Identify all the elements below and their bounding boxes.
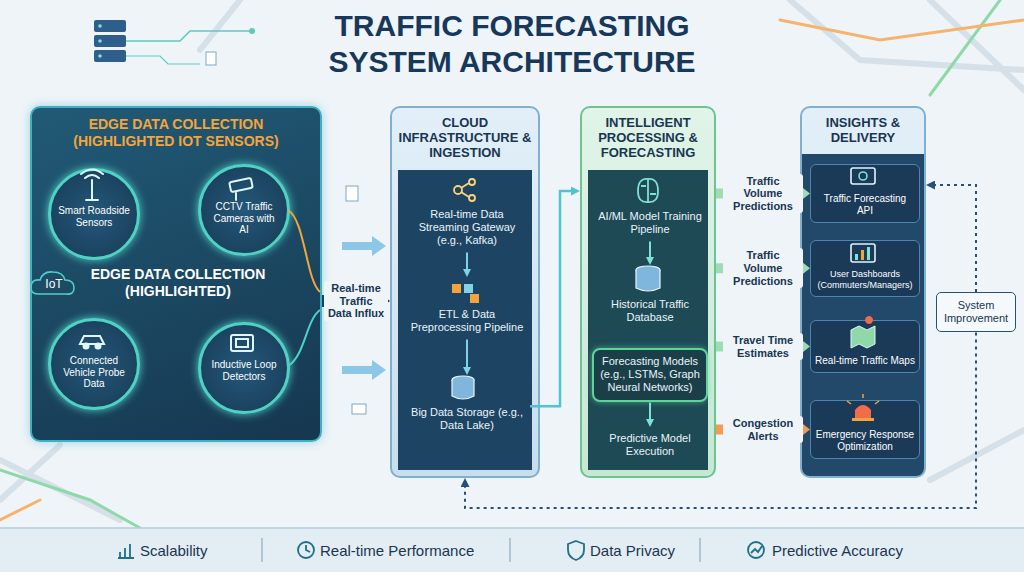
storage-step: Big Data Storage (e.g., Data Lake) [404, 376, 530, 436]
sensor-circle: Smart Roadside Sensors [48, 168, 140, 260]
node-text: User Dashboards (Commuters/Managers) [815, 269, 915, 291]
cloud-panel: CLOUD INFRASTRUCTURE & INGESTION Real-tim… [390, 106, 540, 478]
panel-heading: INSIGHTS & DELIVERY [802, 108, 924, 146]
node-text: ETL & Data Preprocessing Pipeline [406, 308, 528, 334]
feature-label: Scalability [140, 542, 250, 560]
model-box: Forecasting Models (e.g., LSTMs, Graph N… [592, 348, 708, 402]
sensor-circle: CCTV Traffic Cameras with AI [198, 164, 290, 256]
edge-label: Real-time Traffic Data Influx [324, 281, 388, 321]
node-text: Smart Roadside Sensors [58, 205, 130, 228]
node-text: Inductive Loop Detectors [208, 359, 280, 382]
connector [649, 403, 651, 419]
node-text: Forecasting Models (e.g., LSTMs, Graph N… [598, 355, 702, 395]
connector [716, 263, 796, 273]
node-text: Predictive Model Execution [594, 432, 706, 458]
diagram-title: TRAFFIC FORECASTING SYSTEM ARCHITECTURE [292, 8, 732, 80]
insights-panel: INSIGHTS & DELIVERY Traffic Forecasting A… [800, 106, 926, 478]
connector [466, 253, 468, 269]
connector [716, 189, 796, 199]
feature-label: Real-time Performance [320, 542, 500, 560]
connector [530, 191, 571, 406]
connector [716, 425, 796, 435]
process-step: Real-time Data Streaming Gateway (e.g., … [404, 178, 530, 252]
connector [716, 342, 796, 352]
connector [935, 185, 976, 292]
output-box: Real-time Traffic Maps [810, 320, 920, 373]
node-text: Emergency Response Optimization [815, 429, 915, 453]
edge-label: Traffic Volume Predictions [723, 174, 803, 214]
edge-label: Travel Time Estimates [723, 333, 803, 360]
sensor-circle: Inductive Loop Detectors [198, 322, 290, 414]
panel-heading: CLOUD INFRASTRUCTURE & INGESTION [392, 108, 538, 161]
node-text: System Improvement [941, 299, 1011, 325]
processing-panel: INTELLIGENT PROCESSING & FORECASTING AI/M… [580, 106, 716, 478]
node-text: Real-time Data Streaming Gateway (e.g., … [406, 208, 528, 248]
connector [322, 295, 372, 307]
database-step: Historical Traffic Database [592, 266, 708, 328]
iot-cloud [31, 272, 74, 294]
feature-label: Data Privacy [590, 542, 695, 560]
node-text: CCTV Traffic Cameras with AI [208, 201, 280, 236]
panel-caption: EDGE DATA COLLECTION (HIGHLIGHTED) [80, 266, 276, 300]
iot-label: IoT [34, 277, 74, 291]
output-box: Traffic Forecasting API [810, 164, 920, 223]
output-box: User Dashboards (Commuters/Managers) [810, 240, 920, 297]
connector [466, 339, 468, 367]
connector [465, 332, 976, 508]
sensor-circle: Connected Vehicle Probe Data [48, 318, 140, 410]
process-step: ETL & Data Preprocessing Pipeline [404, 278, 530, 338]
server-icon [94, 20, 255, 65]
process-step: AI/ML Model Training Pipeline [592, 178, 708, 240]
feedback-box: System Improvement [936, 292, 1016, 332]
node-text: Big Data Storage (e.g., Data Lake) [406, 406, 528, 432]
panel-heading: INTELLIGENT PROCESSING & FORECASTING [582, 108, 714, 161]
connector [649, 241, 651, 257]
node-text: AI/ML Model Training Pipeline [594, 210, 706, 236]
process-step: Predictive Model Execution [592, 428, 708, 462]
edge-label: Traffic Volume Predictions [723, 248, 803, 288]
panel-heading: EDGE DATA COLLECTION (HIGHLIGHTED IOT SE… [32, 108, 320, 150]
node-text: Connected Vehicle Probe Data [58, 355, 130, 390]
edge-label: Congestion Alerts [723, 416, 803, 443]
node-text: Historical Traffic Database [594, 298, 706, 324]
output-box: Emergency Response Optimization [810, 400, 920, 459]
feature-label: Predictive Accuracy [772, 542, 942, 560]
node-text: Traffic Forecasting API [815, 193, 915, 217]
node-text: Real-time Traffic Maps [815, 355, 915, 367]
